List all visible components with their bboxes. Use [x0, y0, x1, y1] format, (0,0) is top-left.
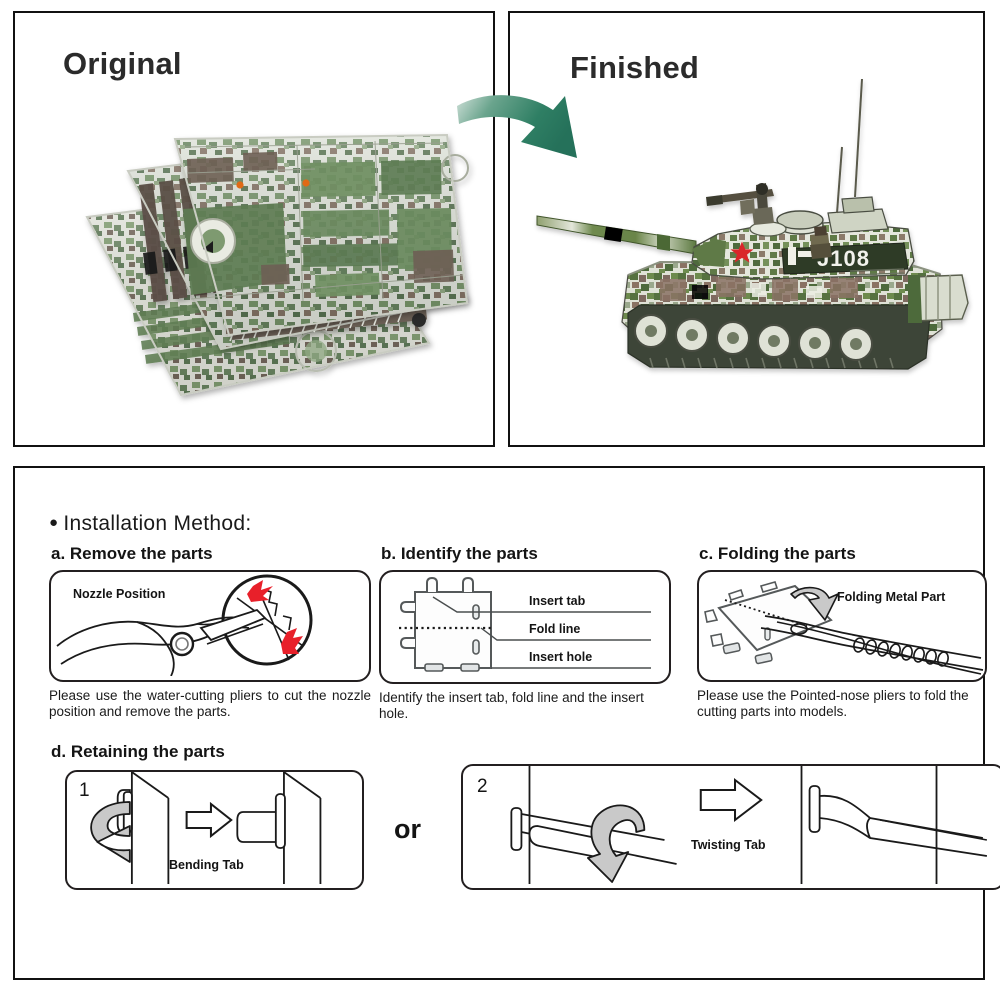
tank-hull: [621, 260, 943, 370]
step-a-caption: Please use the water-cutting pliers to c…: [49, 688, 371, 719]
step-b-title: b. Identify the parts: [381, 544, 538, 563]
original-title: Original: [63, 46, 182, 81]
curved-arrow-icon: [455, 80, 585, 170]
option-1-number: 1: [79, 780, 90, 801]
or-separator-label: or: [394, 814, 421, 844]
step-a-diagram: Nozzle Position: [49, 570, 371, 682]
step-d-title: d. Retaining the parts: [51, 742, 225, 761]
twisting-tab-diagram: 2 Twisting Tab: [461, 764, 1000, 890]
instructions-heading-wrap: ●Installation Method:: [49, 512, 963, 536]
part-sheet-front: [173, 133, 469, 337]
step-c-diagram: Folding Metal Part: [697, 570, 987, 682]
step-b-caption: Identify the insert tab, fold line and t…: [379, 690, 644, 721]
tank-antennas: [836, 78, 863, 214]
bullet-icon: ●: [49, 514, 59, 531]
original-panel: Original: [13, 11, 495, 447]
original-sheets-image: [15, 13, 493, 445]
fold-line-label: Fold line: [529, 622, 581, 636]
insert-tab-label: Insert tab: [529, 594, 586, 608]
step-a-title: a. Remove the parts: [51, 544, 213, 563]
tank-fuel-drum: [908, 274, 969, 323]
bending-tab-label: Bending Tab: [169, 858, 244, 872]
step-b: b. Identify the parts: [379, 544, 671, 722]
step-c-title: c. Folding the parts: [699, 544, 856, 563]
comparison-row: Original: [0, 0, 1000, 455]
instructions-heading-text: Installation Method:: [63, 512, 252, 535]
step-c: c. Folding the parts: [697, 544, 987, 720]
finished-title: Finished: [570, 50, 700, 85]
step-d: d. Retaining the parts: [49, 742, 1000, 890]
bending-tab-diagram: 1 Bending Tab: [65, 770, 364, 890]
installation-instructions-panel: ●Installation Method: a. Remove the part…: [13, 466, 1000, 980]
option-2-number: 2: [477, 776, 488, 797]
nozzle-position-label: Nozzle Position: [73, 587, 166, 601]
folding-metal-part-label: Folding Metal Part: [837, 590, 946, 604]
smoke-dischargers: [810, 226, 832, 259]
finished-tank-image: J108: [510, 13, 983, 445]
tank-turret: J108: [691, 196, 915, 280]
insert-hole-label: Insert hole: [529, 650, 593, 664]
tank-gun-barrel: [536, 215, 697, 255]
step-d-row: 1 Bending Tab or: [49, 764, 1000, 900]
step-c-caption: Please use the Pointed-nose pliers to fo…: [697, 688, 969, 719]
instructions-heading: ●Installation Method:: [49, 512, 963, 536]
step-a: a. Remove the parts: [49, 544, 371, 720]
twisting-tab-label: Twisting Tab: [691, 838, 766, 852]
step-b-diagram: Insert tab Fold line Insert hole: [379, 570, 671, 684]
tank-machine-gun: [706, 183, 774, 225]
finished-panel: Finished: [508, 11, 985, 447]
